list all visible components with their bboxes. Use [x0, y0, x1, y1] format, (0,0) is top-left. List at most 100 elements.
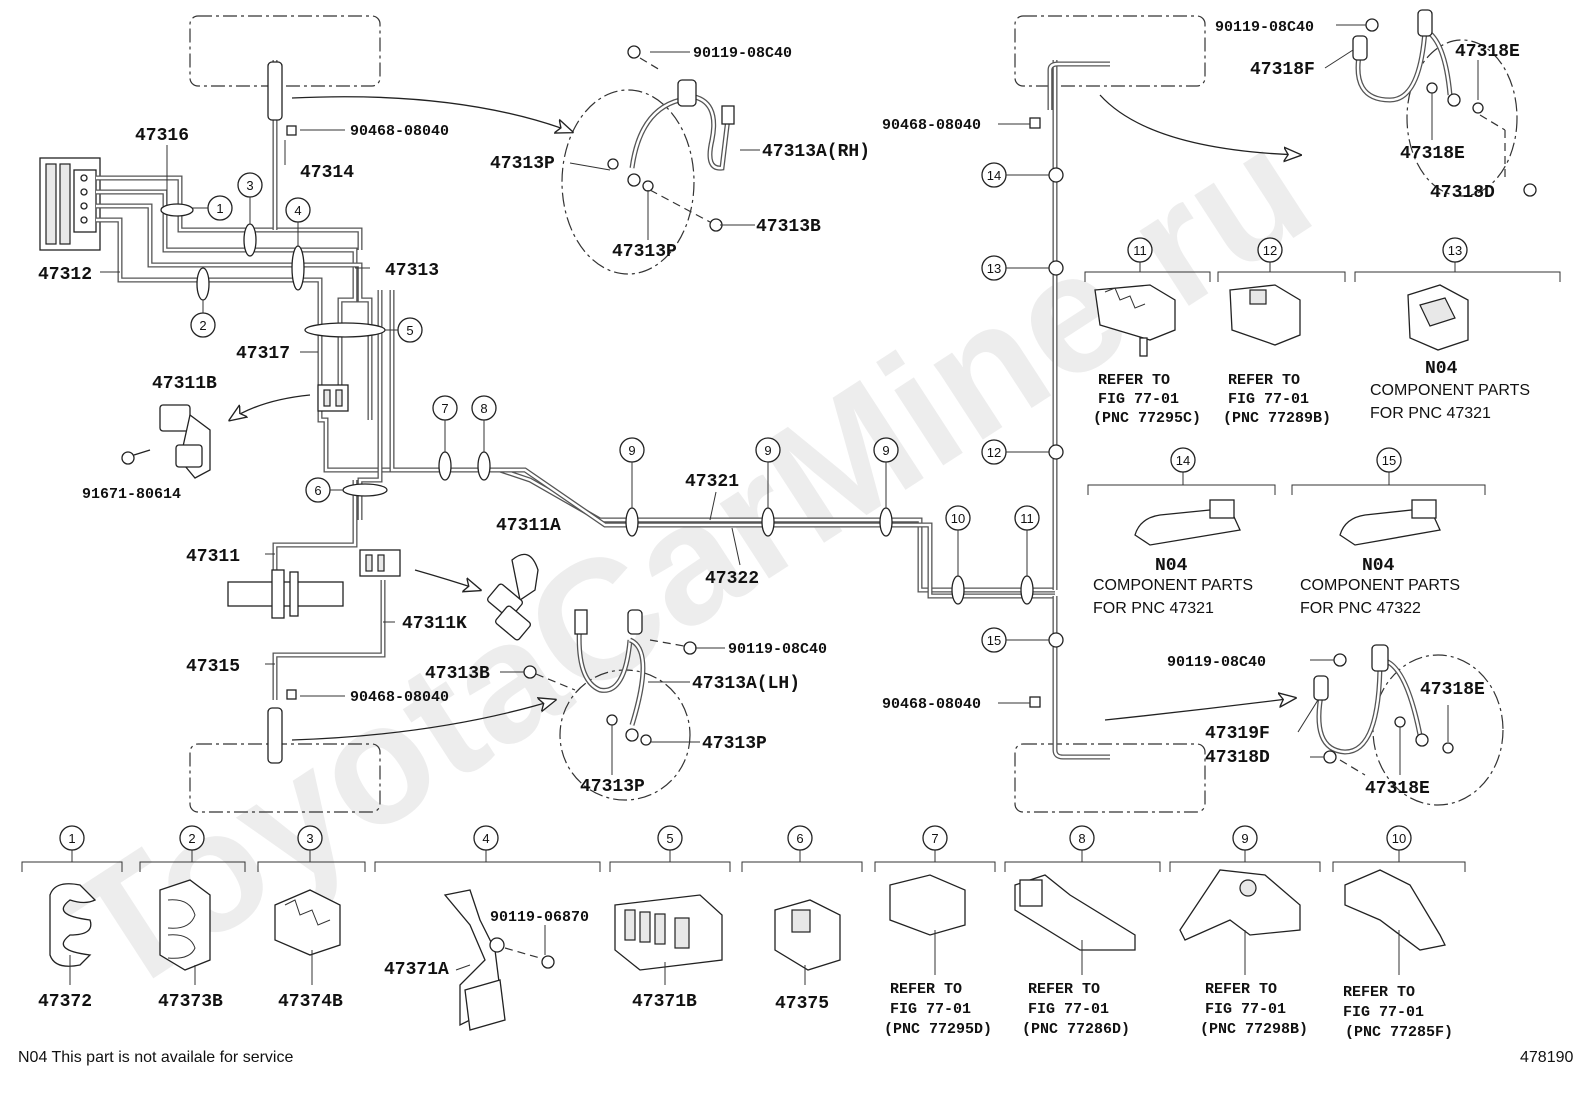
callout-4: 4 [294, 203, 301, 218]
callout-1: 1 [216, 201, 223, 216]
label-90119-tr: 90119-08C40 [1215, 19, 1314, 36]
label-47311B: 47311B [152, 374, 217, 394]
hose-assembly-47313A-LH [523, 609, 697, 801]
callout-9b: 9 [764, 443, 771, 458]
legend-top-num-0: 11 [1133, 243, 1147, 258]
label-47313B-top: 47313B [756, 217, 821, 237]
label-47321: 47321 [685, 472, 739, 492]
flex-hose-rear-right [1029, 696, 1110, 760]
legend-bottom-part-5: 47375 [775, 994, 829, 1014]
label-47315: 47315 [186, 657, 240, 677]
callout-12: 12 [987, 445, 1001, 460]
legend-bottom-7-l2: FIG 77-01 [1028, 1001, 1109, 1018]
legend-bottom-9-l1: REFER TO [1343, 984, 1415, 1001]
label-47311K: 47311K [402, 614, 467, 634]
legend-top-num-3: 14 [1176, 453, 1190, 468]
label-47319F: 47319F [1205, 724, 1270, 744]
label-90119-mid: 90119-08C40 [728, 641, 827, 658]
callout-circles: 1 2 3 4 5 6 7 8 9 9 9 10 11 12 13 14 15 [190, 162, 1049, 653]
label-47318F: 47318F [1250, 60, 1315, 80]
label-47313P-d: 47313P [580, 777, 645, 797]
label-47318E-a: 47318E [1455, 42, 1520, 62]
label-90468-tr: 90468-08040 [882, 117, 981, 134]
label-47318D-b: 47318D [1205, 748, 1270, 768]
legend-top-3-l3: FOR PNC 47321 [1093, 600, 1214, 617]
legend-bottom-6-l1: REFER TO [890, 981, 962, 998]
label-91671-80614: 91671-80614 [82, 486, 181, 503]
legend-top-0-l2: FIG 77-01 [1098, 391, 1179, 408]
legend-bottom-part-4: 47371B [632, 992, 697, 1012]
label-47314: 47314 [300, 163, 354, 183]
callout-15: 15 [987, 633, 1001, 648]
legend-top-4-l2: COMPONENT PARTS [1300, 577, 1460, 594]
legend-bottom-part-0: 47372 [38, 992, 92, 1012]
label-47318E-b: 47318E [1400, 144, 1465, 164]
label-47312: 47312 [38, 265, 92, 285]
callout-13: 13 [987, 261, 1001, 276]
legend-bottom-6-l3: (PNC 77295D) [884, 1021, 992, 1038]
label-47317: 47317 [236, 344, 290, 364]
label-47313A-RH: 47313A(RH) [762, 142, 870, 162]
callout-7: 7 [441, 401, 448, 416]
label-47322: 47322 [705, 569, 759, 589]
callout-14: 14 [987, 168, 1001, 183]
bracket-47311A [487, 553, 539, 641]
legend-bottom-7-l3: (PNC 77286D) [1022, 1021, 1130, 1038]
label-47313B-bot: 47313B [425, 664, 490, 684]
legend-bottom-num-5: 6 [796, 831, 803, 846]
label-90468-br: 90468-08040 [882, 696, 981, 713]
label-47313P-c: 47313P [702, 734, 767, 754]
legend-top-num-4: 15 [1382, 453, 1396, 468]
legend-top-numbers: 11 12 13 14 15 [1127, 237, 1468, 473]
legend-bottom-7-l1: REFER TO [1028, 981, 1100, 998]
callout-11: 11 [1020, 511, 1034, 526]
callout-3: 3 [246, 178, 253, 193]
label-47316: 47316 [135, 126, 189, 146]
legend-top-brackets [1084, 262, 1561, 495]
legend-top-0-l3: (PNC 77295C) [1093, 410, 1201, 427]
callout-9a: 9 [628, 443, 635, 458]
label-47318E-d: 47318E [1365, 779, 1430, 799]
bracket-47311B [121, 404, 211, 479]
wheel-box-rear-left [189, 743, 381, 813]
callout-10: 10 [951, 511, 965, 526]
wheel-box-rear-right [1014, 743, 1206, 813]
legend-top-text: REFER TO FIG 77-01 (PNC 77295C) REFER TO… [1093, 359, 1530, 617]
footnote: N04 This part is not availale for servic… [18, 1049, 293, 1066]
flow-arrows [230, 94, 1300, 741]
legend-bottom-part-1: 47373B [158, 992, 223, 1012]
legend-top-num-1: 12 [1263, 243, 1277, 258]
label-47311: 47311 [186, 547, 240, 567]
legend-top-2-l2: COMPONENT PARTS [1370, 382, 1530, 399]
wheel-box-front-left [189, 15, 381, 87]
label-90119-top: 90119-08C40 [693, 45, 792, 62]
actuator-unit [39, 157, 101, 251]
callout-9c: 9 [882, 443, 889, 458]
legend-bottom-num-2: 3 [306, 831, 313, 846]
flex-hose-front-left [267, 61, 297, 136]
legend-bottom-6-l2: FIG 77-01 [890, 1001, 971, 1018]
label-90119-br: 90119-08C40 [1167, 654, 1266, 671]
legend-top-2-l1: N04 [1425, 359, 1458, 379]
label-47313P-a: 47313P [490, 154, 555, 174]
legend-top-0-l1: REFER TO [1098, 372, 1170, 389]
legend-top-3-l1: N04 [1155, 556, 1188, 576]
callout-8: 8 [480, 401, 487, 416]
label-47313A-LH: 47313A(LH) [692, 674, 800, 694]
hose-assembly-47313A-RH [561, 45, 735, 275]
hose-assembly-47319F [1313, 644, 1504, 806]
legend-bottom-part-drawings [49, 869, 1446, 1031]
legend-bottom-part-3: 47371A [384, 960, 449, 980]
legend-bottom-numbers: 1 2 3 4 5 6 7 8 9 10 [59, 825, 1412, 851]
junction-blocks [317, 384, 401, 577]
legend-bottom-num-0: 1 [68, 831, 75, 846]
legend-bottom-8-l2: FIG 77-01 [1205, 1001, 1286, 1018]
label-47318E-c: 47318E [1420, 680, 1485, 700]
flex-hose-rear-left [267, 689, 297, 764]
legend-bottom-text: 47372 47373B 47374B 47371A 47371B 47375 … [38, 960, 1453, 1041]
leader-lines [100, 24, 1479, 775]
label-90468-tl: 90468-08040 [350, 123, 449, 140]
legend-bottom-num-1: 2 [188, 831, 195, 846]
legend-top-4-l1: N04 [1362, 556, 1395, 576]
